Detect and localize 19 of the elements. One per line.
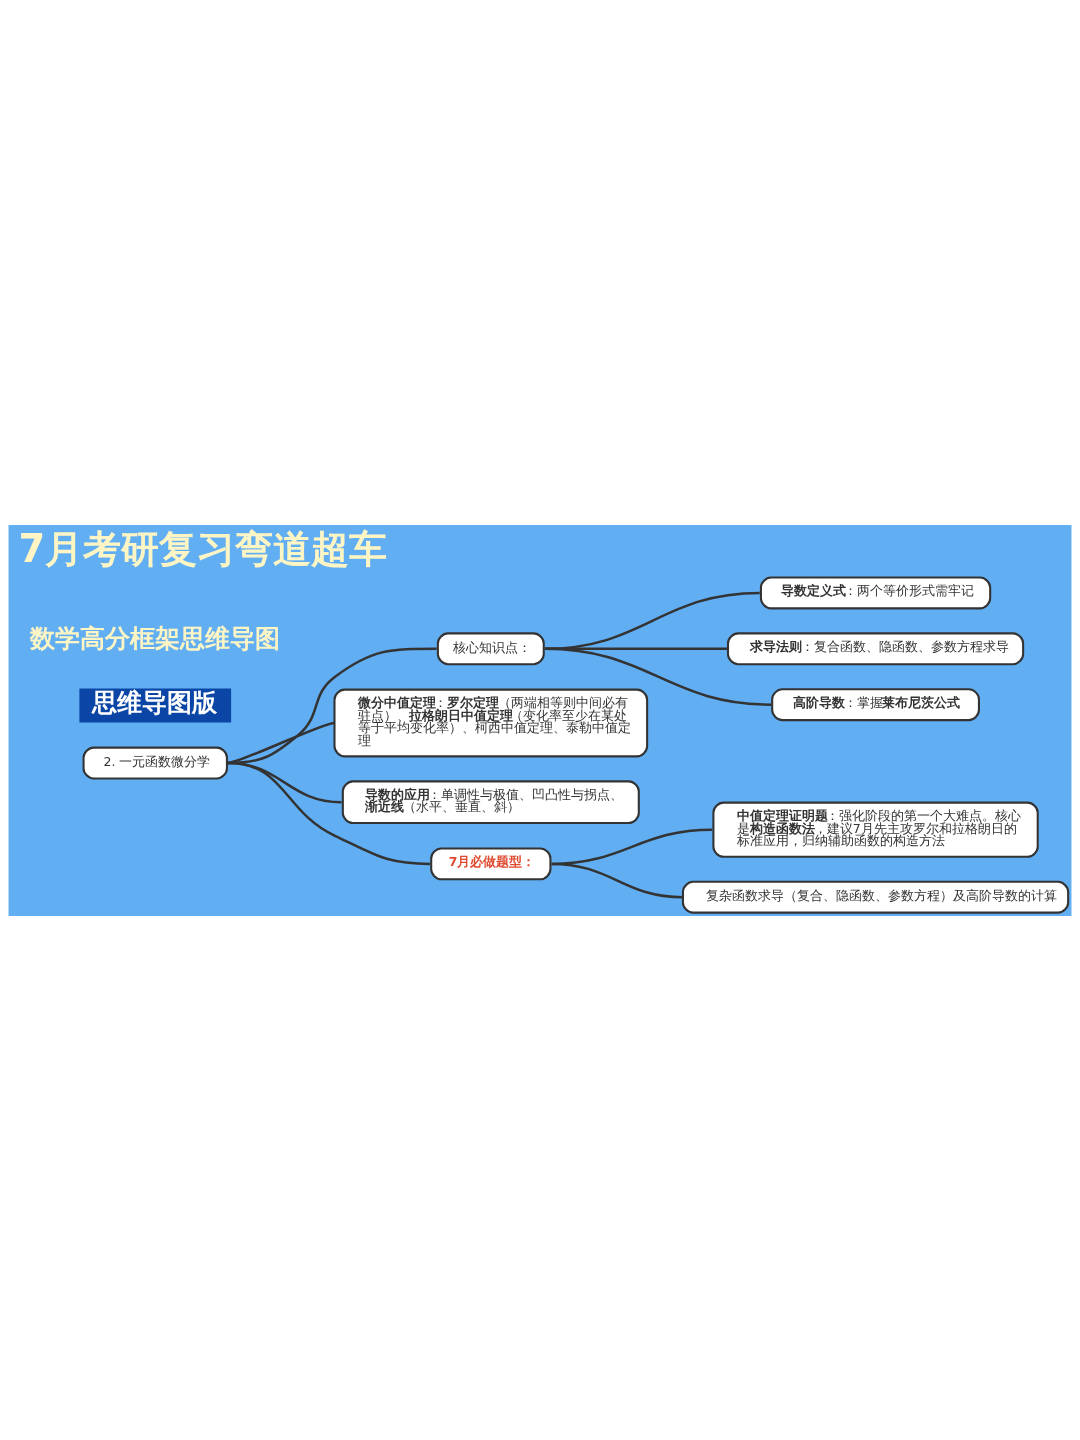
node-box: 复杂函数求导（复合、隐函数、参数方程）及高阶导数的计算 xyxy=(681,880,1070,914)
connector xyxy=(544,591,760,650)
node-box: 导数的应用：单调性与极值、凹凸性与拐点、渐近线（水平、垂直、斜） xyxy=(341,779,640,824)
connector xyxy=(551,862,684,898)
label: 数学高分框架思维导图 xyxy=(29,623,280,653)
connector xyxy=(544,647,772,706)
node-box: 核心知识点： xyxy=(436,631,545,665)
node-box: 高阶导数：掌握莱布尼茨公式 xyxy=(771,687,980,721)
diagram-title: 7月考研复习弯道超车 xyxy=(18,525,388,571)
node-box: 导数定义式：两个等价形式需牢记 xyxy=(759,576,992,609)
node-box: 中值定理证明题：强化阶段的第一个大难点。核心是构造函数法，建议7月先主攻罗尔和拉格朗日的标准应用，归纳辅助函数的构造方法 xyxy=(712,801,1039,858)
node-box: 微分中值定理：罗尔定理（两端相等则中间必有驻点）、拉格朗日中值定理（变化率至少在某处等于平均变化率）、柯西中值定理、泰勒中值定理 xyxy=(333,688,649,757)
connector xyxy=(227,647,437,764)
connector xyxy=(227,721,335,764)
label: 思维导图版 xyxy=(92,687,218,717)
node-box: 求导法则：复合函数、隐函数、参数方程求导 xyxy=(726,631,1025,665)
node-box: 7月必做题型： xyxy=(430,846,552,880)
node-box: 2. 一元函数微分学 xyxy=(82,746,228,779)
connector xyxy=(227,761,430,865)
